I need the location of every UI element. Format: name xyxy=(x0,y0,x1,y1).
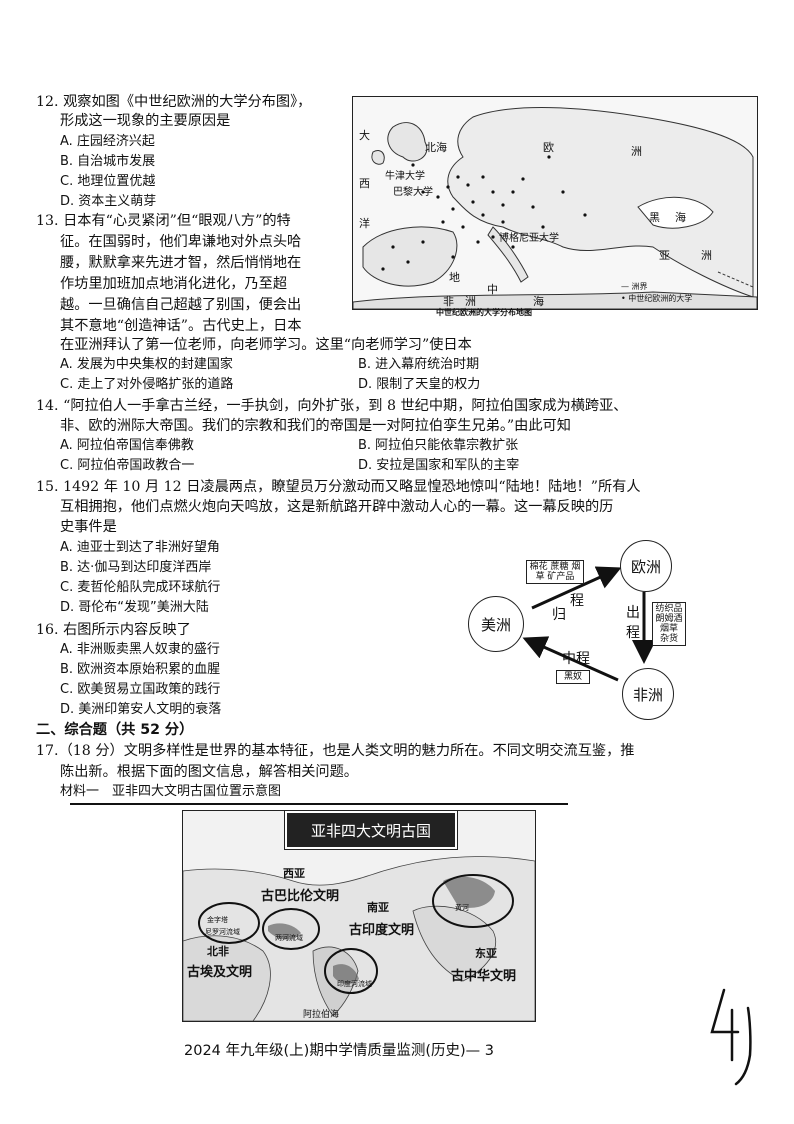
map-label-zhong: 中 xyxy=(487,283,498,296)
civ-map-title: 亚非四大文明古国 xyxy=(284,811,458,850)
q16-line1: 16. 右图所示内容反映了 xyxy=(36,622,191,638)
q16-option-b: B. 欧洲资本原始积累的血腥 xyxy=(60,662,221,677)
middle-passage-box: 黑奴 xyxy=(556,670,590,684)
divider xyxy=(70,803,568,805)
map-legend-university: • 中世纪欧洲的大学 xyxy=(621,294,693,303)
q12-option-d: D. 资本主义萌芽 xyxy=(60,194,157,209)
label-cheng-return: 程 xyxy=(570,593,584,609)
label-pyramid: 金字塔 xyxy=(207,916,228,924)
return-goods-box: 棉花 蔗糖 烟草 矿产品 xyxy=(526,560,584,584)
q13-line1: 13. 日本有“心灵紧闭”但“眼观八方”的特 xyxy=(36,213,291,229)
map-label-oxford: 牛津大学 xyxy=(385,171,425,182)
q13-line7: 在亚洲拜认了第一位老师，向老师学习。这里“向老师学习”使日本 xyxy=(60,337,472,353)
map-label-hei: 黑 xyxy=(649,211,660,224)
q14-line2: 非、欧的洲际大帝国。我们的宗教和我们的帝国是一对阿拉伯孪生兄弟。”由此可知 xyxy=(60,418,571,434)
q12-stem-line2: 形成这一现象的主要原因是 xyxy=(60,113,231,129)
q13-option-a: A. 发展为中央集权的封建国家 xyxy=(60,357,233,372)
map-label-zhou: 洲 xyxy=(631,145,642,158)
node-africa: 非洲 xyxy=(622,668,674,720)
q14-option-d: D. 安拉是国家和军队的主宰 xyxy=(358,458,520,473)
europe-coastline xyxy=(353,107,757,309)
node-europe: 欧洲 xyxy=(620,540,672,592)
q13-line5: 越。一旦确信自己超越了别国，便会出 xyxy=(60,297,302,313)
q14-line1: 14. “阿拉伯人一手拿古兰经，一手执剑，向外扩张，到 8 世纪中期，阿拉伯国家… xyxy=(36,398,628,414)
label-south-asia: 南亚 xyxy=(367,901,389,914)
label-two-rivers: 两河流域 xyxy=(275,934,303,942)
handwritten-mark xyxy=(710,988,752,1086)
q17-line1: 17.（18 分）文明多样性是世界的基本特征，也是人类文明的魅力所在。不同文明交… xyxy=(36,743,635,759)
map-label-hai2: 海 xyxy=(533,295,544,308)
q12-option-a: A. 庄园经济兴起 xyxy=(60,134,155,149)
medieval-europe-university-map: 大 西 洋 北海 欧 洲 牛津大学 巴黎大学 博格尼亚大学 黑 海 亚 洲 地 … xyxy=(352,96,758,310)
map-label-paris: 巴黎大学 xyxy=(393,187,433,198)
map-label-xi: 西 xyxy=(359,177,370,190)
section-2-heading: 二、综合题（共 52 分） xyxy=(36,722,194,738)
trade-arrows xyxy=(522,566,656,682)
q15-line2: 互相拥抱，他们点燃火炮向天鸣放，这是新航路开辟中激动人心的一幕。这一幕反映的历 xyxy=(60,499,614,515)
map-label-africa: 非 洲 xyxy=(443,295,476,308)
map-label-di: 地 xyxy=(449,271,460,284)
map-label-bologna: 博格尼亚大学 xyxy=(499,233,559,244)
q16-option-c: C. 欧美贸易立国政策的践行 xyxy=(60,682,221,697)
label-north-africa: 北非 xyxy=(207,945,229,958)
q15-line3: 史事件是 xyxy=(60,519,117,535)
four-civilizations-map: 亚非四大文明古国 西亚 古巴比伦文明 南亚 古印度文明 北非 古埃及文明 东亚 … xyxy=(182,810,536,1022)
q14-option-c: C. 阿拉伯帝国政教合一 xyxy=(60,458,195,473)
civ-map-terrain xyxy=(183,856,535,1021)
label-chu: 出 xyxy=(626,605,640,621)
map-label-yang: 洋 xyxy=(359,217,370,230)
q12-stem-line1: 12. 观察如图《中世纪欧洲的大学分布图》， xyxy=(36,94,312,110)
q13-line4: 作坊里加班加点地消化进化，乃至超 xyxy=(60,276,288,292)
q14-option-b: B. 阿拉伯只能依靠宗教扩张 xyxy=(358,438,519,453)
q17-line2: 陈出新。根据下面的图文信息，解答相关问题。 xyxy=(60,764,358,780)
q13-option-d: D. 限制了天皇的权力 xyxy=(358,377,481,392)
label-babylon: 古巴比伦文明 xyxy=(261,889,340,904)
q13-line2: 征。在国弱时，他们卑谦地对外点头哈 xyxy=(60,234,302,250)
outbound-goods-box: 纺织品 朗姆酒 烟草 杂货 xyxy=(652,602,686,646)
q15-option-b: B. 达·伽马到达印度洋西岸 xyxy=(60,560,212,575)
map-label-hai1: 海 xyxy=(675,211,686,224)
label-india: 古印度文明 xyxy=(349,923,415,938)
q15-line1: 15. 1492 年 10 月 12 日凌晨两点，瞭望员万分激动而又略显惶恐地惊… xyxy=(36,479,641,495)
map-label-zhou2: 洲 xyxy=(701,249,712,262)
q13-line3: 腰，默默拿来先进才智，然后悄悄地在 xyxy=(60,255,302,271)
q12-option-b: B. 自治城市发展 xyxy=(60,154,156,169)
label-arabian-sea: 阿拉伯海 xyxy=(303,1010,340,1020)
q15-option-c: C. 麦哲伦船队完成环球航行 xyxy=(60,580,221,595)
label-west-asia: 西亚 xyxy=(283,867,305,880)
label-middle-passage: 中程 xyxy=(562,651,590,667)
label-cheng-out: 程 xyxy=(626,625,640,641)
map-legend-boundary: — 洲界 xyxy=(621,282,648,291)
node-america: 美洲 xyxy=(468,596,524,652)
q16-option-d: D. 美洲印第安人文明的衰落 xyxy=(60,702,222,717)
q13-option-b: B. 进入幕府统治时期 xyxy=(358,357,480,372)
label-nile-basin: 尼罗河流域 xyxy=(205,928,240,936)
q16-option-a: A. 非洲贩卖黑人奴隶的盛行 xyxy=(60,642,220,657)
page-footer: 2024 年九年级(上)期中学情质量监测(历史)— 3 xyxy=(184,1043,494,1059)
map-label-da: 大 xyxy=(359,129,370,142)
map-label-north-sea: 北海 xyxy=(425,141,447,154)
label-egypt: 古埃及文明 xyxy=(187,965,253,980)
label-yellow-river: 黄河 xyxy=(455,904,469,912)
map-label-ya: 亚 xyxy=(659,249,670,262)
q14-option-a: A. 阿拉伯帝国信奉佛教 xyxy=(60,438,194,453)
q15-option-a: A. 迪亚士到达了非洲好望角 xyxy=(60,540,220,555)
triangle-trade-diagram: 欧洲 美洲 非洲 棉花 蔗糖 烟草 矿产品 纺织品 朗姆酒 烟草 杂货 黑奴 归… xyxy=(466,540,696,720)
q13-line6: 其不意地“创造神话”。古代史上，日本 xyxy=(60,318,302,334)
europe-map-caption: 中世纪欧洲的大学分布地图 xyxy=(436,308,532,317)
label-indus: 印度河流域 xyxy=(337,980,372,988)
label-east-asia: 东亚 xyxy=(475,947,497,960)
q17-material-1: 材料一 亚非四大文明古国位置示意图 xyxy=(60,784,282,799)
q13-option-c: C. 走上了对外侵略扩张的道路 xyxy=(60,377,234,392)
label-gui: 归 xyxy=(552,607,566,623)
university-dots xyxy=(381,155,587,271)
map-label-ou: 欧 xyxy=(543,141,554,154)
q15-option-d: D. 哥伦布“发现”美洲大陆 xyxy=(60,600,209,615)
q12-option-c: C. 地理位置优越 xyxy=(60,174,156,189)
label-china: 古中华文明 xyxy=(451,969,517,984)
